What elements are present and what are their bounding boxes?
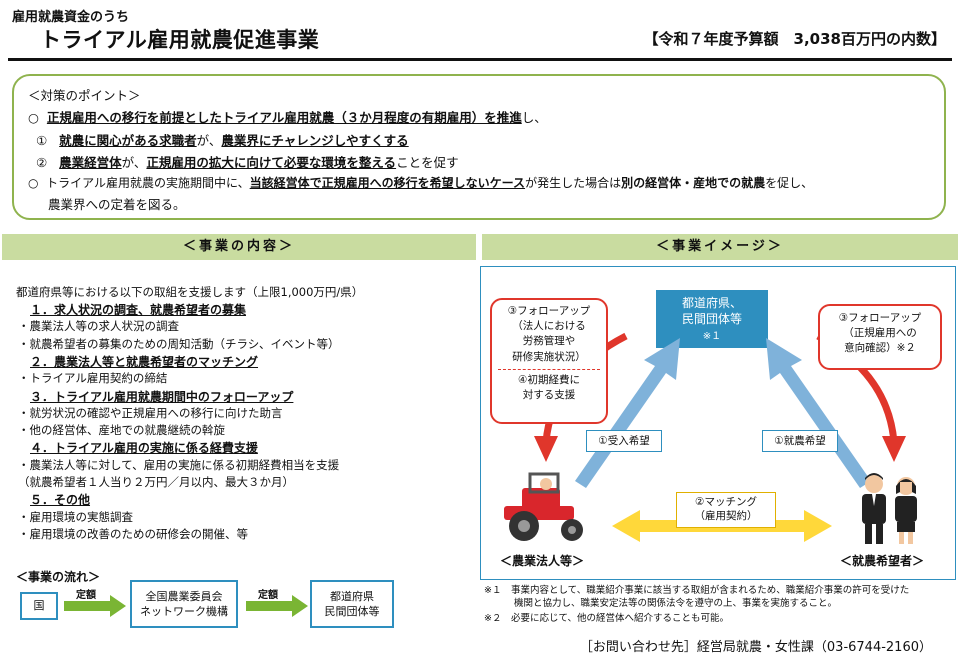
point-text: 当該経営体で正規雇用への移行を希望しないケース <box>249 176 526 190</box>
callout-text: 労務管理や <box>522 335 576 348</box>
point-line-5: 農業界への定着を図る。 <box>48 197 186 212</box>
content-item: ・雇用環境の実態調査 <box>18 509 133 524</box>
right-red-arrowhead <box>882 436 906 462</box>
matching-label: ②マッチング （雇用契約） <box>676 492 776 528</box>
point-line-1: ○ 正規雇用への移行を前提としたトライアル雇用就農（３か月程度の有期雇用）を推進… <box>28 107 547 126</box>
callout-text: 研修実施状況） <box>512 350 586 363</box>
image-section-title: ＜事業イメージ＞ <box>482 234 958 260</box>
point-text: ことを促す <box>396 155 459 170</box>
header-divider <box>8 58 952 61</box>
point-line-2: ① 就農に関心がある求職者が、農業界にチャレンジしやすくする <box>36 130 409 149</box>
farm-label: ＜農業法人等＞ <box>500 554 585 568</box>
content-heading: ５．その他 <box>30 493 91 508</box>
note-text: ※１ 事業内容として、職業紹介事業に該当する取組が含まれるため、職業紹介事業の許… <box>484 585 910 596</box>
point-text: 別の経営体・産地での就農 <box>621 176 766 190</box>
matching-text: ②マッチング <box>695 496 757 508</box>
tractor-icon <box>504 472 583 541</box>
point-text: 正規雇用への移行を前提としたトライアル雇用就農（３か月程度の有期雇用）を推進 <box>46 110 522 125</box>
note-text: 機関と協力し、職業安定法等の関係法令を遵守の上、事業を実施すること。 <box>514 598 838 610</box>
callout-text: ③フォローアップ <box>838 312 922 324</box>
seeker-label: ＜就農希望者＞ <box>840 554 925 568</box>
image-area <box>480 266 956 580</box>
flow-box-text: 民間団体等 <box>324 605 380 618</box>
point-text: トライアル雇用就農の実施期間中に、 <box>46 176 250 190</box>
point-text: を促し、 <box>765 176 814 190</box>
flow-box-country: 国 <box>20 592 58 620</box>
bullet: ○ <box>28 176 39 190</box>
content-heading: ２．農業法人等と就農希望者のマッチング <box>30 354 259 369</box>
center-org-note: ※１ <box>702 331 722 343</box>
callout-divider: ④初期経費に 対する支援 <box>498 368 600 403</box>
center-org-box: 都道府県、 民間団体等 ※１ <box>656 290 768 348</box>
point-text: し、 <box>521 110 547 125</box>
point-text: 農業経営体 <box>59 155 122 170</box>
flow-box-text: ネットワーク機構 <box>140 605 228 618</box>
callout-text: （法人における <box>512 320 586 333</box>
point-text: が、 <box>196 133 222 148</box>
bullet: ② <box>36 155 48 170</box>
content-heading: ３．トライアル雇用就農期間中のフォローアップ <box>30 389 294 404</box>
page-title: トライアル雇用就農促進事業 <box>40 28 320 52</box>
accept-label: ①受入希望 <box>586 430 662 452</box>
left-callout: ③フォローアップ （法人における 労務管理や 研修実施状況） ④初期経費に 対す… <box>490 298 608 424</box>
right-callout: ③フォローアップ （正規雇用への 意向確認）※２ <box>818 304 942 370</box>
point-text: 正規雇用の拡大に向けて必要な環境を整える <box>146 155 397 170</box>
note-2: ※２ 必要に応じて、他の経営体へ紹介することも可能。 <box>484 613 729 624</box>
point-line-3: ② 農業経営体が、正規雇用の拡大に向けて必要な環境を整えることを促す <box>36 152 459 171</box>
flow-arrow-label-2: 定額 <box>258 590 278 601</box>
content-item: （就農希望者１人当り２万円／月以内、最大３か月） <box>18 475 294 489</box>
content-item: ・トライアル雇用契約の締結 <box>18 371 168 386</box>
content-item: ・就労状況の確認や正規雇用への移行に向けた助言 <box>18 405 283 420</box>
content-section-title: ＜事業の内容＞ <box>2 234 476 260</box>
center-org-text: 民間団体等 <box>681 312 742 327</box>
content-heading: １．求人状況の調査、就農希望者の募集 <box>30 303 247 317</box>
left-red-arrowhead <box>534 436 558 462</box>
apply-label: ①就農希望 <box>762 430 838 452</box>
flow-box-national: 全国農業委員会ネットワーク機構 <box>130 580 238 628</box>
flow-arrow-2 <box>246 595 308 617</box>
content-item: ・農業法人等の求人状況の調査 <box>18 319 179 334</box>
callout-text: ④初期経費に <box>518 373 580 386</box>
flow-arrow-label-1: 定額 <box>76 590 96 601</box>
content-item: ・他の経営体、産地での就農継続の斡旋 <box>18 423 225 438</box>
note-1: ※１ 事業内容として、職業紹介事業に該当する取組が含まれるため、職業紹介事業の許… <box>484 584 909 611</box>
point-text: が発生した場合は <box>525 176 622 190</box>
flow-box-prefecture: 都道府県民間団体等 <box>310 580 394 628</box>
point-line-4: ○ トライアル雇用就農の実施期間中に、当該経営体で正規雇用への移行を希望しないケ… <box>28 174 813 191</box>
callout-text: 対する支援 <box>522 389 576 402</box>
callout-text: 意向確認）※２ <box>844 342 916 355</box>
budget-label: 【令和７年度予算額 3,038百万円の内数】 <box>643 30 946 48</box>
content-heading: ４．トライアル雇用の実施に係る経費支援 <box>30 441 258 456</box>
points-heading: ＜対策のポイント＞ <box>28 88 141 103</box>
point-text: 農業界にチャレンジしやすくする <box>221 133 409 148</box>
content-intro: 都道府県等における以下の取組を支援します（上限1,000万円/県） <box>16 285 364 299</box>
pre-title: 雇用就農資金のうち <box>12 10 130 25</box>
point-text: 就農に関心がある求職者 <box>59 133 197 148</box>
center-org-text: 都道府県、 <box>681 296 742 310</box>
points-box: ＜対策のポイント＞ ○ 正規雇用への移行を前提としたトライアル雇用就農（３か月程… <box>12 74 946 220</box>
content-item: ・雇用環境の改善のための研修会の開催、等 <box>18 526 248 541</box>
matching-text: （雇用契約） <box>694 510 758 523</box>
bullet: ○ <box>28 110 39 125</box>
apply-arrow <box>766 338 871 488</box>
content-item: ・農業法人等に対して、雇用の実施に係る初期経費相当を支援 <box>18 457 340 472</box>
callout-text: ③フォローアップ <box>507 305 591 317</box>
flow-arrow-1 <box>64 595 126 617</box>
flow-box-text: 都道府県 <box>330 589 374 603</box>
flow-title: ＜事業の流れ＞ <box>16 570 101 584</box>
job-seekers-icon <box>862 473 917 544</box>
content-item: ・就農希望者の募集のための周知活動（チラシ、イベント等） <box>18 336 340 351</box>
point-text: が、 <box>121 155 147 170</box>
bullet: ① <box>36 133 48 148</box>
contact-info: ［お問い合わせ先］経営局就農・女性課（03-6744-2160） <box>579 640 932 655</box>
flow-box-text: 全国農業委員会 <box>145 589 223 603</box>
callout-text: （正規雇用への <box>843 327 917 340</box>
